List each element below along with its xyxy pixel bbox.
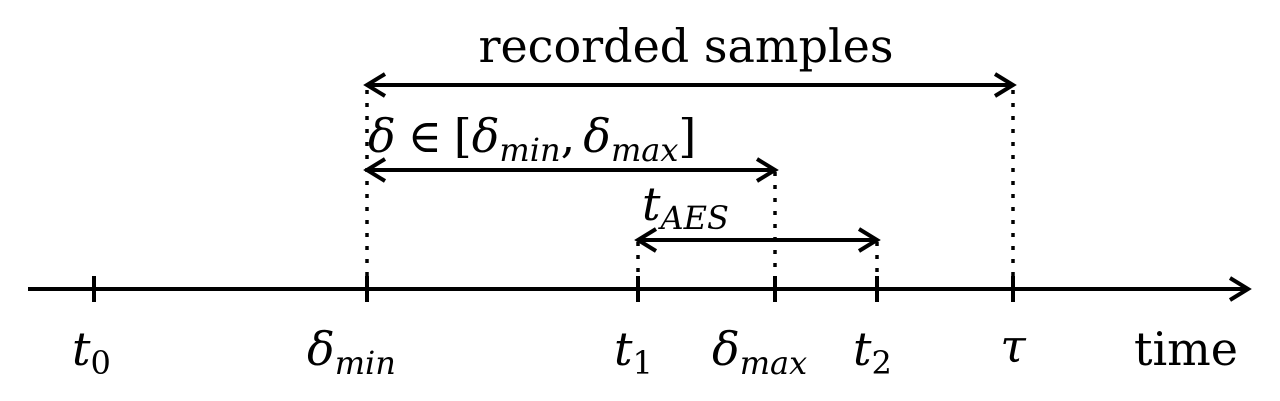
- delta-symbol: δ: [368, 109, 396, 163]
- axis-labels: t0 δmin t1 δmax t2 τ time: [72, 319, 1238, 382]
- t-aes-subscript: AES: [658, 199, 729, 237]
- recorded-samples-label: recorded samples: [478, 19, 893, 73]
- label-time: time: [1134, 322, 1238, 376]
- label-t0: t0: [72, 322, 111, 382]
- label-delta-max: δmax: [712, 322, 807, 382]
- axis-ticks: [92, 276, 1015, 302]
- delta-max-symbol: δ: [583, 109, 611, 163]
- label-t2: t2: [853, 322, 892, 382]
- delta-range-arrow: [365, 157, 777, 183]
- t-aes-arrow: [636, 227, 879, 253]
- recorded-samples-arrow: [365, 72, 1015, 98]
- t-aes-base: t: [642, 177, 661, 231]
- delta-max-subscript: max: [611, 131, 678, 169]
- delta-min-subscript: min: [499, 131, 560, 169]
- dotted-guides: [365, 90, 1015, 284]
- label-t1: t1: [614, 322, 653, 382]
- bracket-close: ]: [678, 109, 696, 163]
- delta-range-label: δ∈[δmin,δmax]: [368, 109, 696, 169]
- t-aes-label: tAES: [642, 177, 729, 237]
- element-of-symbol: ∈: [408, 109, 442, 163]
- label-delta-min: δmin: [307, 322, 396, 382]
- label-tau: τ: [1000, 319, 1027, 373]
- axis-arrowhead: [1228, 276, 1252, 302]
- bracket-open: [: [454, 109, 472, 163]
- delta-min-symbol: δ: [472, 109, 500, 163]
- comma: ,: [561, 109, 576, 163]
